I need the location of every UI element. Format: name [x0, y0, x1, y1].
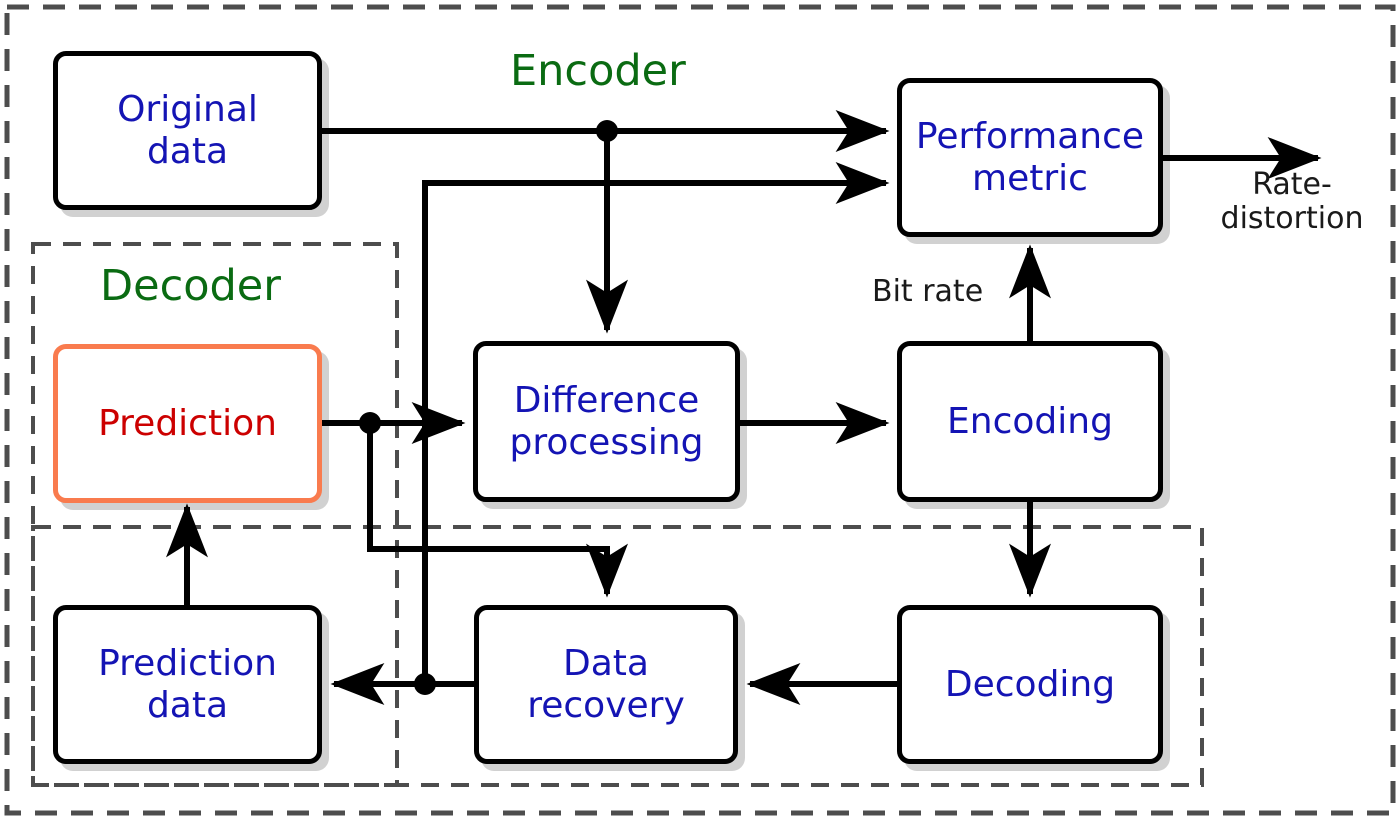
- node-data-recovery-line2: recovery: [527, 684, 685, 726]
- node-prediction-label: Prediction: [98, 402, 277, 444]
- node-prediction-data-line1: Prediction: [98, 643, 277, 685]
- region-decoder-lower-boundary: [31, 525, 1204, 787]
- node-difference-processing-line1: Difference: [513, 380, 700, 422]
- region-encoder-boundary: [4, 4, 1396, 816]
- node-original-data-line2: data: [146, 130, 229, 172]
- junction-dot-prediction: [359, 412, 381, 434]
- node-prediction[interactable]: Prediction: [53, 344, 322, 503]
- node-difference-processing-line2: processing: [509, 421, 704, 463]
- node-original-data-line1: Original: [117, 89, 258, 131]
- node-data-recovery[interactable]: Data recovery: [474, 605, 738, 764]
- node-decoding[interactable]: Decoding: [897, 605, 1163, 764]
- node-encoding-label: Encoding: [947, 400, 1113, 442]
- node-encoding[interactable]: Encoding: [897, 341, 1163, 502]
- edge-label-rate-distortion-line1: Rate-: [1252, 167, 1332, 202]
- node-performance-metric-line2: metric: [972, 157, 1088, 199]
- edge-prediction-riser: [422, 162, 890, 549]
- region-label-encoder: Encoder: [510, 46, 686, 96]
- edge-label-rate-distortion-line2: distortion: [1220, 200, 1364, 236]
- junction-dot-original: [596, 120, 618, 142]
- junction-dot-datarecovery: [414, 673, 436, 695]
- node-prediction-data[interactable]: Prediction data: [53, 605, 322, 764]
- node-data-recovery-line1: Data: [563, 643, 649, 685]
- edge-label-rate-distortion: Rate- distortion: [1192, 168, 1392, 235]
- node-original-data[interactable]: Original data: [53, 51, 322, 210]
- region-label-decoder: Decoder: [100, 261, 281, 311]
- node-decoding-label: Decoding: [944, 663, 1116, 705]
- edge-prediction-to-datarecovery: [425, 543, 628, 598]
- node-performance-metric-line1: Performance: [915, 116, 1145, 158]
- node-difference-processing[interactable]: Difference processing: [473, 341, 740, 502]
- edge-label-bit-rate: Bit rate: [872, 274, 984, 309]
- node-prediction-data-line2: data: [146, 684, 229, 726]
- node-performance-metric[interactable]: Performance metric: [897, 78, 1163, 237]
